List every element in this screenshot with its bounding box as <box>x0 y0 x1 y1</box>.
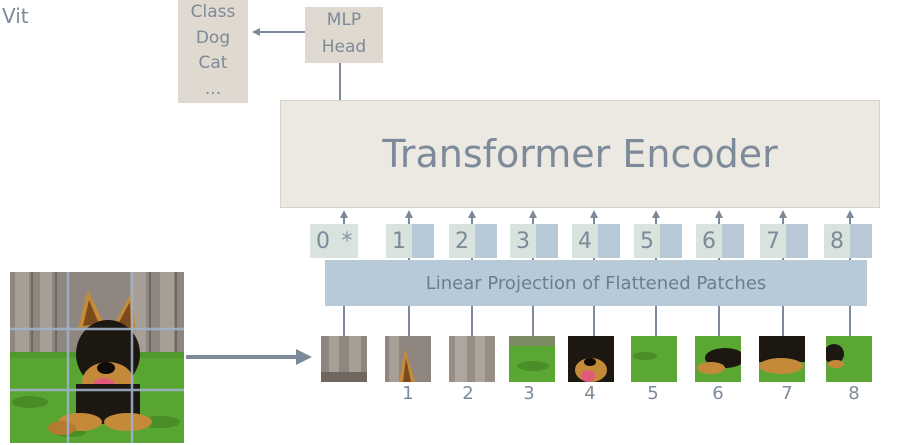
mlp-head-line: MLP <box>326 10 362 30</box>
patch-tile-7 <box>759 336 805 382</box>
token-position-2: 2 <box>449 224 475 258</box>
token-position-7: 7 <box>760 224 786 258</box>
paw-patch <box>695 336 741 382</box>
patch-embedding-3 <box>536 224 558 258</box>
patch-tile-0 <box>321 336 367 382</box>
token-position-3: 3 <box>510 224 536 258</box>
ear-patch <box>385 336 431 382</box>
input-dog-image <box>10 272 184 443</box>
token-position-6: 6 <box>696 224 722 258</box>
token-to-encoder-arrows <box>340 210 854 224</box>
linear-projection-label: Linear Projection of Flattened Patches <box>425 272 767 294</box>
dog-picture <box>10 272 184 443</box>
patch-tile-4 <box>568 336 614 382</box>
patch-tile-3 <box>509 336 555 382</box>
diagram-title: Vit <box>2 4 29 28</box>
class-line: Cat <box>198 53 228 73</box>
patch-to-projection-lines <box>343 306 851 336</box>
grass-patch <box>826 336 872 382</box>
token-position-4: 4 <box>572 224 598 258</box>
patch-embedding-5 <box>660 224 682 258</box>
patch-label-8: 8 <box>848 383 860 404</box>
patch-label-2: 2 <box>462 383 474 404</box>
token-position-0: 0 <box>310 224 336 258</box>
patch-embedding-2 <box>475 224 497 258</box>
class-output-box: Class Dog Cat ... <box>178 0 248 103</box>
body-patch <box>759 336 805 382</box>
fence-patch <box>449 336 495 382</box>
transformer-encoder-label: Transformer Encoder <box>382 132 778 176</box>
patch-tile-1 <box>385 336 431 382</box>
patch-label-5: 5 <box>647 383 659 404</box>
patch-label-3: 3 <box>523 383 535 404</box>
grass-patch <box>631 336 677 382</box>
patch-embedding-4 <box>598 224 620 258</box>
linear-projection-box: Linear Projection of Flattened Patches <box>325 260 867 306</box>
token-position-1: 1 <box>386 224 412 258</box>
patch-tile-2 <box>449 336 495 382</box>
fence-patch <box>321 336 367 382</box>
patch-label-6: 6 <box>712 383 724 404</box>
token-position-8: 8 <box>824 224 850 258</box>
token-position-5: 5 <box>634 224 660 258</box>
patch-embedding-6 <box>722 224 744 258</box>
face-patch <box>568 336 614 382</box>
mlp-head-line: Head <box>321 37 367 57</box>
class-line: Class <box>190 2 236 22</box>
patch-tile-8 <box>826 336 872 382</box>
patch-tile-6 <box>695 336 741 382</box>
patch-embedding-8 <box>850 224 872 258</box>
patch-embedding-1 <box>412 224 434 258</box>
mlp-head-box: MLP Head <box>305 7 383 63</box>
patch-tile-5 <box>631 336 677 382</box>
patch-label-1: 1 <box>402 383 414 404</box>
patch-label-4: 4 <box>584 383 596 404</box>
grass-patch <box>509 336 555 382</box>
patch-embedding-7 <box>786 224 808 258</box>
class-token-embedding: * <box>336 224 358 258</box>
transformer-encoder-box: Transformer Encoder <box>280 100 880 208</box>
class-line: Dog <box>195 27 231 48</box>
patch-label-7: 7 <box>781 383 793 404</box>
class-line: ... <box>204 78 222 99</box>
